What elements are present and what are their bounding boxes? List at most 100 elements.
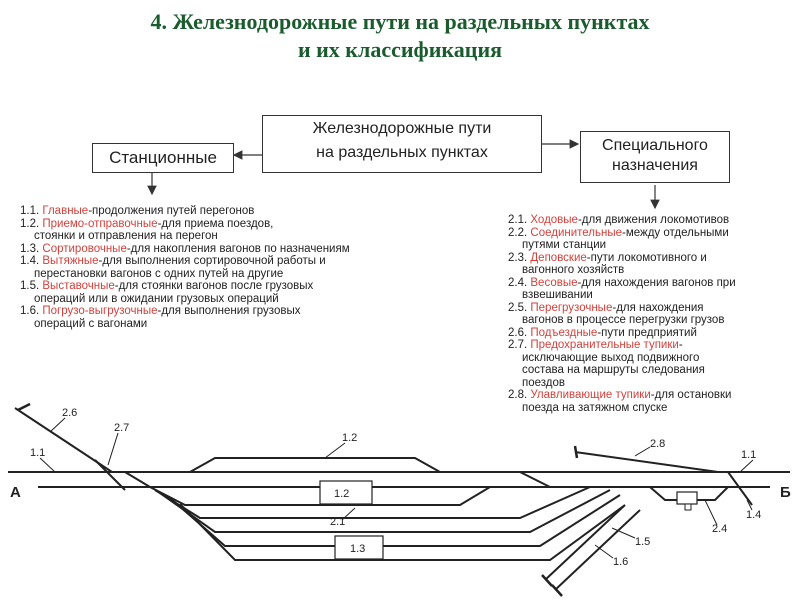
- slide-title: 4. Железнодорожные пути на раздельных пу…: [0, 8, 800, 64]
- station-box-label: Станционные: [109, 148, 217, 167]
- special-item-term: Подъездные: [530, 326, 598, 339]
- station-list: 1.1. Главные-продолжения путей перегонов…: [20, 205, 350, 330]
- center-box: Железнодорожные пути на раздельных пункт…: [262, 115, 542, 173]
- station-item-number: 1.6.: [20, 305, 43, 317]
- station-item-description: -для стоянки вагонов после грузовых: [114, 280, 314, 292]
- special-item-8-line-2: поезда на затяжном спуске: [522, 401, 668, 414]
- special-box-line-1: Специального: [602, 137, 708, 154]
- special-box-line-2: назначения: [612, 157, 698, 174]
- leader-2-7: [107, 432, 119, 466]
- label-1-3-box: 1.3: [350, 543, 365, 555]
- station-item-6: 1.6. Погрузо-выгрузочные-для выполнения …: [20, 305, 350, 318]
- special-item-number: 2.1.: [508, 214, 531, 226]
- station-item-6-line-2: операций с вагонами: [34, 317, 148, 330]
- weighing-house-base: [684, 503, 692, 511]
- label-1-2-top: 1.2: [342, 432, 357, 444]
- special-item-term: Ходовые: [530, 214, 578, 226]
- special-item-number: 2.2.: [508, 226, 531, 239]
- station-item-term: Главные: [42, 205, 89, 217]
- label-a: А: [10, 484, 21, 501]
- leader-2-6: [49, 417, 66, 433]
- station-item-description: -для накопления вагонов по назначениям: [126, 242, 350, 255]
- special-item-description: -пути локомотивного и: [586, 251, 707, 264]
- track-2-6-cross: [17, 402, 31, 412]
- special-item-3-line-2: вагонного хозяйств: [522, 264, 625, 276]
- label-1-5: 1.5: [635, 536, 650, 548]
- station-item-number: 1.2.: [20, 217, 43, 230]
- station-item-term: Вытяжные: [42, 255, 99, 267]
- station-item-term: Сортировочные: [42, 242, 127, 255]
- special-item-term: Предохранительные тупики: [530, 339, 679, 351]
- special-item-description: -для нахождения вагонов при: [577, 276, 736, 289]
- special-item-description: -для нахождения: [612, 301, 704, 314]
- special-item-description: -для остановки: [650, 389, 732, 401]
- special-item-7-line-4: поездов: [522, 376, 566, 389]
- special-item-2: 2.2. Соединительные-между отдельными: [508, 227, 736, 240]
- special-item-4-line-2: взвешивании: [522, 289, 593, 301]
- leader-2-8: [634, 446, 651, 457]
- leader-2-1: [341, 507, 356, 521]
- label-2-1: 2.1: [330, 516, 345, 528]
- title-line-2: и их классификация: [297, 37, 503, 62]
- leader-1-2-top: [324, 442, 346, 459]
- label-2-4: 2.4: [712, 523, 727, 535]
- special-item-4: 2.4. Весовые-для нахождения вагонов при: [508, 277, 736, 290]
- label-b: Б: [780, 484, 791, 501]
- center-box-line-1: Железнодорожные пути: [312, 120, 492, 137]
- label-1-1-right: 1.1: [741, 449, 756, 461]
- leader-1-4: [746, 499, 753, 511]
- special-item-3: 2.3. Деповские-пути локомотивного и: [508, 252, 736, 265]
- station-item-description: -для выполнения грузовых: [157, 305, 301, 317]
- crossover-right: [519, 471, 551, 488]
- track-2-7: [94, 459, 126, 491]
- center-box-line-2: на раздельных пунктах: [316, 144, 488, 161]
- track-2-8-stop: [573, 445, 579, 459]
- special-item-description: -: [678, 339, 683, 351]
- special-item-description: -пути предприятий: [597, 326, 697, 339]
- station-item-4: 1.4. Вытяжные-для выполнения сортировочн…: [20, 255, 350, 268]
- station-item-1: 1.1. Главные-продолжения путей перегонов: [20, 205, 350, 218]
- label-1-1-left: 1.1: [30, 447, 45, 459]
- leader-1-1-left: [39, 457, 56, 473]
- yard-track-5: [179, 503, 626, 561]
- special-item-term: Улавливающие тупики: [530, 389, 651, 401]
- station-item-description: -для приема поездов,: [157, 217, 274, 230]
- track-connector: [124, 471, 151, 488]
- special-item-5-line-2: вагонов в процессе перегрузки грузов: [522, 314, 725, 326]
- label-2-6: 2.6: [62, 407, 77, 419]
- station-item-5: 1.5. Выставочные-для стоянки вагонов пос…: [20, 280, 350, 293]
- special-item-7: 2.7. Предохранительные тупики-: [508, 339, 736, 352]
- special-item-2-line-2: путями станции: [522, 239, 607, 251]
- special-item-1: 2.1. Ходовые-для движения локомотивов: [508, 214, 736, 227]
- station-item-description: -продолжения путей перегонов: [88, 205, 255, 217]
- track-2-8: [574, 451, 719, 473]
- box-1-3-frame: [334, 535, 384, 560]
- special-item-5: 2.5. Перегрузочные-для нахождения: [508, 302, 736, 315]
- special-item-7-line-3: состава на маршруты следования: [522, 364, 705, 376]
- station-item-2: 1.2. Приемо-отправочные-для приема поезд…: [20, 218, 350, 231]
- weighing-house: [676, 491, 698, 505]
- special-item-number: 2.6.: [508, 326, 531, 339]
- leader-2-4: [704, 499, 718, 526]
- label-1-4: 1.4: [746, 509, 761, 521]
- label-1-6: 1.6: [613, 556, 628, 568]
- special-item-number: 2.7.: [508, 339, 531, 351]
- special-item-6: 2.6. Подъездные-пути предприятий: [508, 327, 736, 340]
- special-item-number: 2.3.: [508, 251, 531, 264]
- box-1-2-frame: [319, 480, 373, 505]
- station-item-3: 1.3. Сортировочные-для накопления вагоно…: [20, 243, 350, 256]
- station-item-description: -для выполнения сортировочной работы и: [98, 255, 326, 267]
- leader-1-6: [594, 544, 614, 559]
- station-item-term: Приемо-отправочные: [42, 217, 158, 230]
- station-box: Станционные: [92, 143, 234, 173]
- station-item-term: Выставочные: [42, 280, 115, 292]
- label-2-7: 2.7: [114, 422, 129, 434]
- special-item-term: Весовые: [530, 276, 578, 289]
- station-item-5-line-2: операций или в ожидании грузовых операци…: [34, 292, 279, 305]
- track-1-4: [727, 471, 753, 506]
- track-1-5-stop: [541, 574, 553, 587]
- station-item-number: 1.3.: [20, 242, 43, 255]
- title-line-1: 4. Железнодорожные пути на раздельных пу…: [150, 9, 650, 34]
